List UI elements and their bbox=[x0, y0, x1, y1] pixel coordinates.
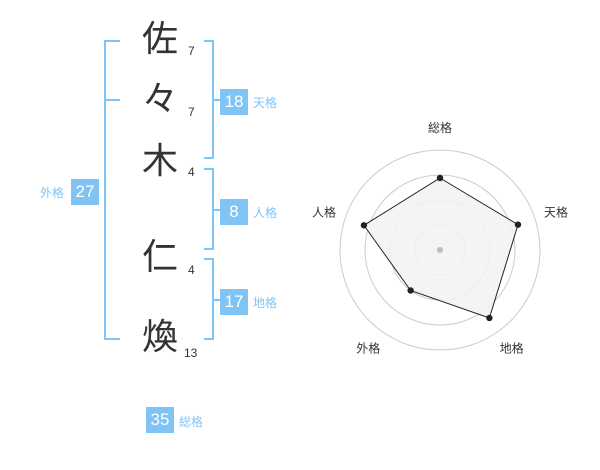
kanji-3: 木 bbox=[141, 141, 178, 182]
soukaku-value-badge: 35 bbox=[146, 407, 174, 433]
radar-point-4 bbox=[360, 222, 368, 229]
radar-axis-label-2: 地格 bbox=[500, 341, 524, 356]
tenkaku-value-badge: 18 bbox=[220, 89, 248, 115]
stroke-count-3: 4 bbox=[188, 165, 195, 179]
radar-axis-label-0: 総格 bbox=[428, 120, 452, 135]
jinkaku-value-badge: 8 bbox=[220, 199, 248, 225]
chikaku-label: 地格 bbox=[253, 296, 278, 310]
chikaku-value-badge: 17 bbox=[220, 289, 248, 315]
stroke-count-2: 7 bbox=[188, 105, 195, 119]
tenkaku-label: 天格 bbox=[253, 96, 278, 110]
radar-points bbox=[360, 174, 522, 322]
radar-axis-label-3: 外格 bbox=[356, 341, 380, 356]
gaikaku-value-badge: 27 bbox=[71, 179, 99, 205]
radar-point-1 bbox=[514, 221, 522, 228]
radar-point-3 bbox=[407, 287, 414, 294]
kanji-4: 仁 bbox=[141, 237, 178, 278]
gaikaku-label: 外格 bbox=[40, 186, 65, 200]
kanji-2: 々 bbox=[141, 79, 178, 120]
radar-point-0 bbox=[436, 174, 444, 182]
radar-point-2 bbox=[486, 314, 493, 322]
stroke-count-4: 4 bbox=[188, 263, 195, 277]
kanji-1: 佐 bbox=[141, 19, 178, 60]
stroke-count-5: 13 bbox=[184, 346, 198, 360]
jinkaku-label: 人格 bbox=[253, 206, 278, 220]
kanji-5: 煥 bbox=[141, 317, 178, 358]
stroke-count-1: 7 bbox=[188, 44, 195, 58]
radar-axis-label-1: 天格 bbox=[544, 204, 568, 219]
radar-axis-label-4: 人格 bbox=[312, 204, 336, 219]
soukaku-label: 総格 bbox=[179, 415, 204, 429]
radar-center-dot bbox=[437, 247, 443, 253]
